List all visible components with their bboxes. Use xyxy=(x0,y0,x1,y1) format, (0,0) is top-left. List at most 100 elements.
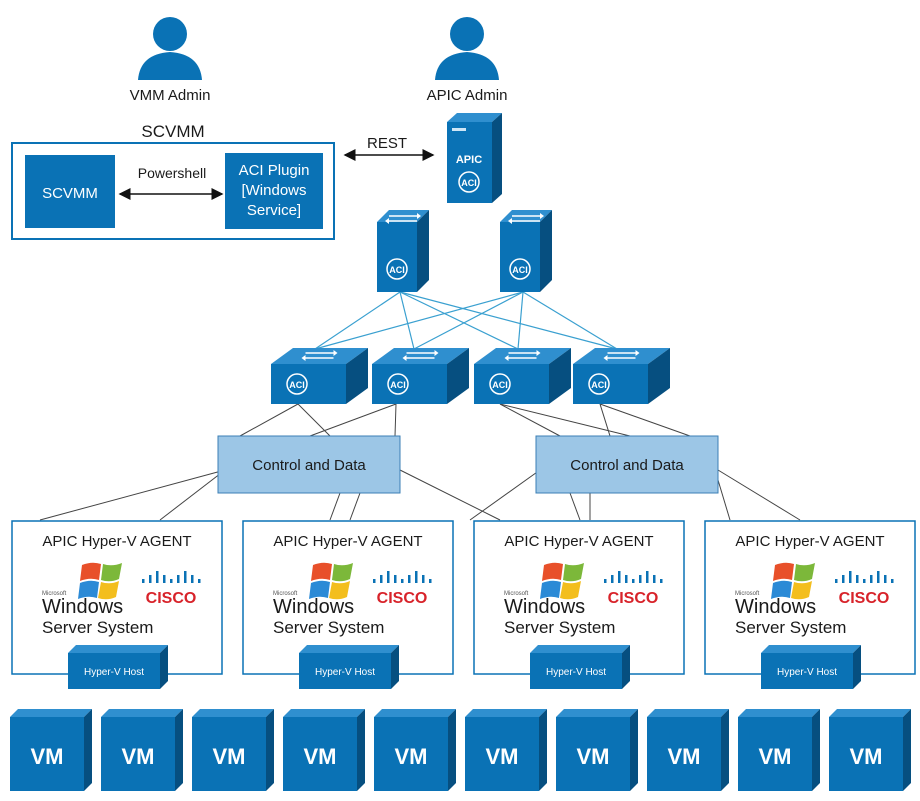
apic-hyperv-agent-label: APIC Hyper-V AGENT xyxy=(504,533,653,550)
aci-badge-label: ACI xyxy=(390,380,406,390)
cisco-wordmark: CISCO xyxy=(377,590,428,607)
leaf-switch-icon: ACI xyxy=(474,348,571,404)
spine-leaf-link xyxy=(314,291,401,350)
hyperv-host-box: Hyper-V Host xyxy=(299,645,399,689)
spine-leaf-link xyxy=(517,291,524,350)
apic-controller-label: APIC xyxy=(456,154,482,166)
aci-badge-label: ACI xyxy=(591,380,607,390)
apic-hyperv-agent-label: APIC Hyper-V AGENT xyxy=(42,533,191,550)
windows-flag-icon xyxy=(309,562,353,600)
windows-wordmark: Windows xyxy=(42,596,123,618)
control-host-link xyxy=(349,492,361,521)
hyperv-host-box: Hyper-V Host xyxy=(761,645,861,689)
control-and-data-label-left: Control and Data xyxy=(252,457,366,474)
rest-label: REST xyxy=(367,135,407,152)
leaf-control-link xyxy=(239,403,299,437)
spine-leaf-link xyxy=(399,291,618,350)
windows-wordmark: Windows xyxy=(504,596,585,618)
scvmm-box xyxy=(25,155,115,228)
leaf-control-link xyxy=(599,403,611,437)
microsoft-small-label: Microsoft xyxy=(504,591,529,597)
leaf-control-link xyxy=(394,403,397,437)
server-system-wordmark: Server System xyxy=(273,618,384,637)
server-system-wordmark: Server System xyxy=(735,618,846,637)
vm-label: VM xyxy=(850,744,883,769)
leaf-control-link xyxy=(309,403,397,437)
cisco-wordmark: CISCO xyxy=(608,590,659,607)
control-host-link xyxy=(39,469,226,521)
scvmm-group-title: SCVMM xyxy=(141,122,204,141)
vm-icon: VM xyxy=(556,709,638,791)
leaf-control-link xyxy=(499,403,561,437)
leaf-control-link xyxy=(499,403,631,437)
vm-icon: VM xyxy=(647,709,729,791)
apic-hyperv-agent-label: APIC Hyper-V AGENT xyxy=(735,533,884,550)
vm-icon: VM xyxy=(283,709,365,791)
vm-icon: VM xyxy=(829,709,911,791)
hyperv-host-panel: APIC Hyper-V AGENT MicrosoftWindowsServer… xyxy=(473,520,685,689)
microsoft-small-label: Microsoft xyxy=(42,591,67,597)
aci-badge-label: ACI xyxy=(389,265,405,275)
spine-switch-icon: ACI xyxy=(377,210,429,292)
vm-label: VM xyxy=(304,744,337,769)
spine-switches: ACI ACI xyxy=(377,210,552,292)
vm-icon: VM xyxy=(374,709,456,791)
aci-plugin-box xyxy=(225,153,323,229)
vm-icon: VM xyxy=(192,709,274,791)
vm-row: VM VM VM VM VM VM VM VM VM VM xyxy=(10,709,911,791)
windows-wordmark: Windows xyxy=(273,596,354,618)
windows-flag-icon xyxy=(771,562,815,600)
aci-badge-label: ACI xyxy=(512,265,528,275)
aci-plugin-label-line3: Service] xyxy=(247,202,301,219)
spine-switch-icon: ACI xyxy=(500,210,552,292)
vmm-admin-user-icon xyxy=(138,17,202,80)
control-host-link xyxy=(469,469,541,521)
hyperv-host-panels: APIC Hyper-V AGENTMicrosoftWindowsServer… xyxy=(11,520,916,689)
leaf-switch-icon: ACI xyxy=(372,348,469,404)
leaf-switch-icon: ACI xyxy=(573,348,670,404)
vm-icon: VM xyxy=(101,709,183,791)
server-system-wordmark: Server System xyxy=(504,618,615,637)
control-host-link xyxy=(329,492,341,521)
microsoft-small-label: Microsoft xyxy=(735,591,760,597)
vm-label: VM xyxy=(395,744,428,769)
control-host-link xyxy=(569,492,581,521)
hyperv-host-panel: APIC Hyper-V AGENT MicrosoftWindowsServer… xyxy=(704,520,916,689)
vm-label: VM xyxy=(759,744,792,769)
control-host-link xyxy=(717,469,801,521)
hyperv-host-label: Hyper-V Host xyxy=(777,667,837,678)
spine-leaf-link xyxy=(522,291,618,350)
vm-label: VM xyxy=(31,744,64,769)
powershell-label: Powershell xyxy=(138,165,206,181)
hyperv-host-panel: APIC Hyper-V AGENT MicrosoftWindowsServer… xyxy=(242,520,454,689)
hyperv-host-panel: APIC Hyper-V AGENTMicrosoftWindowsServer… xyxy=(11,520,223,689)
spine-leaf-link xyxy=(413,291,524,350)
hyperv-host-box: Hyper-V Host xyxy=(68,645,168,689)
control-host-link xyxy=(159,469,226,521)
apic-admin-user-icon xyxy=(435,17,499,80)
vm-icon: VM xyxy=(10,709,92,791)
apic-hyperv-agent-label: APIC Hyper-V AGENT xyxy=(273,533,422,550)
windows-wordmark: Windows xyxy=(735,596,816,618)
network-links xyxy=(39,291,801,521)
vm-icon: VM xyxy=(465,709,547,791)
cisco-wordmark: CISCO xyxy=(839,590,890,607)
leaf-switches: ACI ACI ACI ACI xyxy=(271,348,670,404)
microsoft-small-label: Microsoft xyxy=(273,591,298,597)
spine-leaf-link xyxy=(399,291,415,350)
control-and-data-label-right: Control and Data xyxy=(570,457,684,474)
hyperv-host-label: Hyper-V Host xyxy=(84,667,144,678)
apic-aci-badge: ACI xyxy=(461,178,477,188)
hyperv-host-label: Hyper-V Host xyxy=(546,667,606,678)
vm-label: VM xyxy=(122,744,155,769)
hyperv-host-label: Hyper-V Host xyxy=(315,667,375,678)
cisco-logo-icon: CISCO xyxy=(604,571,663,607)
vmm-admin-label: VMM Admin xyxy=(130,87,211,104)
leaf-switch-icon: ACI xyxy=(271,348,368,404)
vm-label: VM xyxy=(577,744,610,769)
control-and-data-box-right xyxy=(535,435,719,494)
apic-controller-icon: APIC ACI xyxy=(447,113,502,203)
aci-badge-label: ACI xyxy=(289,380,305,390)
aci-plugin-label-line2: [Windows xyxy=(241,182,306,199)
